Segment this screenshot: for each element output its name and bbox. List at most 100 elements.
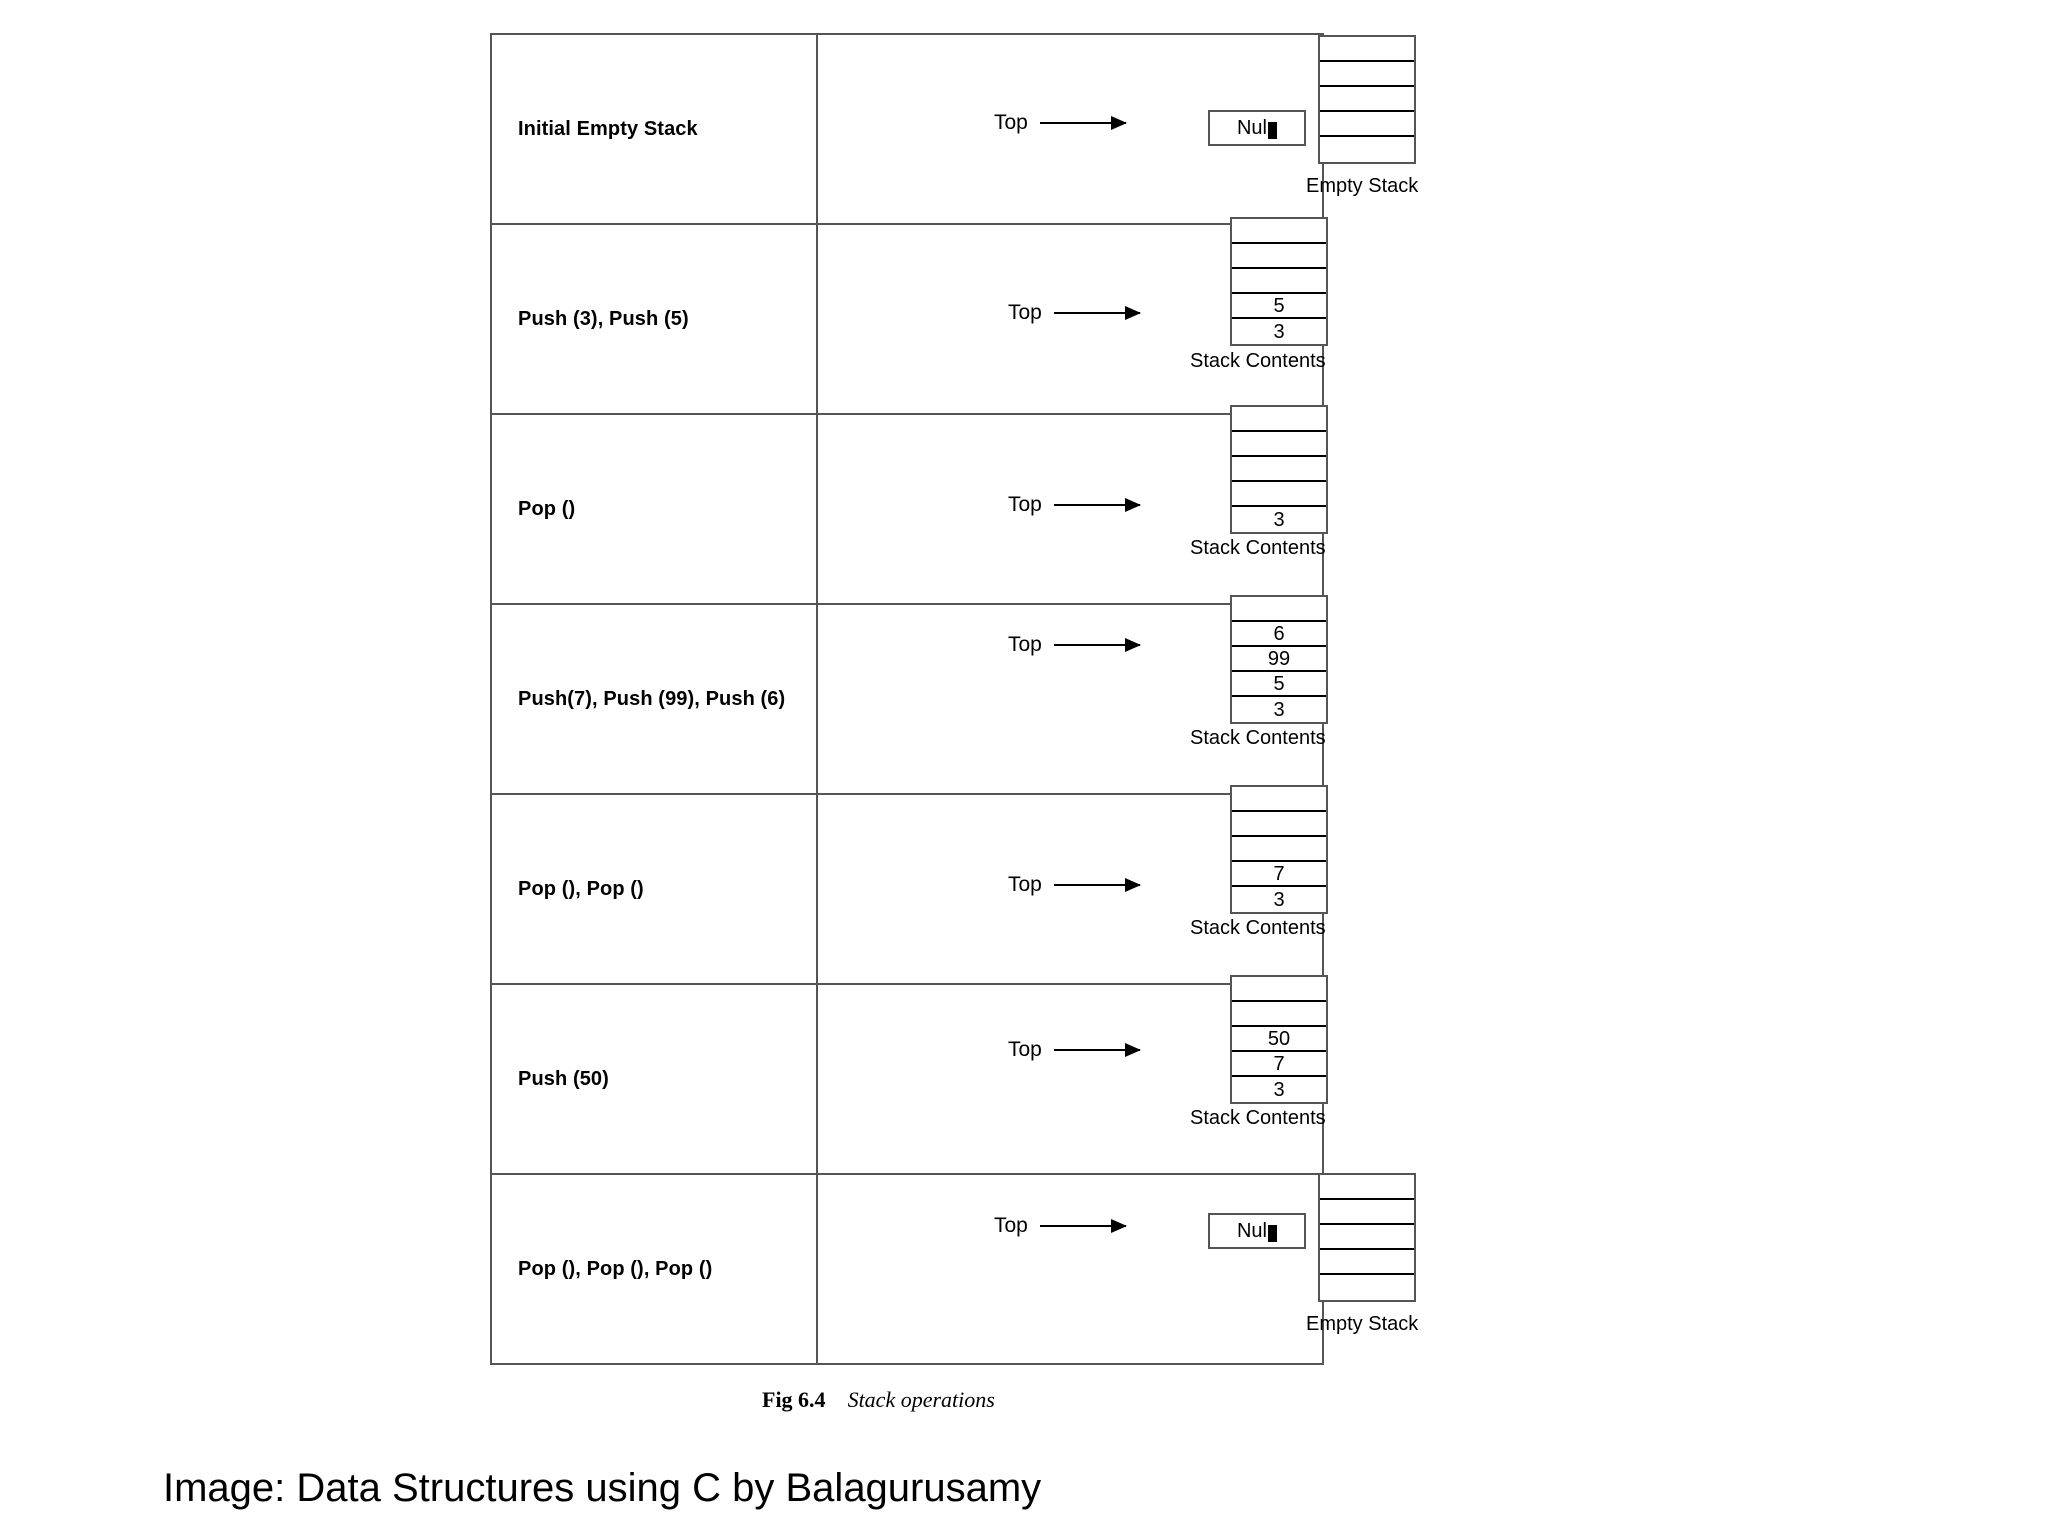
stack-cell: 50 (1232, 1027, 1326, 1052)
stack-cell (1232, 432, 1326, 457)
null-text: Nul (1236, 1219, 1267, 1242)
stack-column: 7 3 (1230, 785, 1328, 914)
stack-cell: 3 (1273, 1078, 1285, 1101)
stack-cell (1232, 787, 1326, 812)
stack-cell: 3 (1273, 508, 1285, 531)
stack-cell (1320, 1200, 1414, 1225)
stack-caption: Stack Contents (1190, 350, 1326, 372)
table-row: Pop (), Pop (), Pop () Top Nul Empty Sta… (492, 1173, 1418, 1363)
operation-label: Push(7), Push (99), Push (6) (518, 687, 786, 710)
stack-cell: 3 (1273, 320, 1285, 343)
cursor-block-icon (1268, 121, 1277, 139)
top-pointer-group: Top (994, 111, 1127, 135)
stack-column: 50 7 3 (1230, 975, 1328, 1104)
stack-column: 6 99 5 3 (1230, 595, 1328, 724)
stack-column: 5 3 (1230, 217, 1328, 346)
table-row: Push(7), Push (99), Push (6) Top 6 99 5 … (492, 595, 1328, 795)
stack-cell (1232, 482, 1326, 507)
stack-cell (1320, 137, 1414, 162)
figure-caption: Fig 6.4 Stack operations (762, 1387, 995, 1413)
stack-caption: Stack Contents (1190, 917, 1326, 939)
stack-caption: Empty Stack (1306, 1313, 1419, 1335)
stack-column: 3 (1230, 405, 1328, 534)
image-credit-line: Image: Data Structures using C by Balagu… (163, 1466, 1042, 1510)
stack-cell (1320, 87, 1414, 112)
top-pointer-group: Top (994, 1214, 1127, 1238)
top-pointer-label: Top (1008, 633, 1042, 656)
stack-cell (1232, 977, 1326, 1002)
operation-cell: Push (50) (492, 985, 818, 1173)
stack-cell (1320, 1175, 1414, 1200)
stack-cell (1320, 1225, 1414, 1250)
diagram-cell: Top 50 7 3 Stack Contents (818, 975, 1328, 1173)
top-pointer-group: Top (1008, 1038, 1141, 1062)
top-pointer-group: Top (1008, 493, 1141, 517)
diagram-cell: Top 3 Stack Contents (818, 405, 1328, 603)
operation-cell: Pop (), Pop (), Pop () (492, 1175, 818, 1363)
stack-cell (1232, 837, 1326, 862)
stack-cell: 3 (1273, 698, 1285, 721)
null-pointer-box: Nul (1208, 110, 1306, 146)
stack-caption: Empty Stack (1306, 175, 1419, 197)
operation-cell: Pop () (492, 415, 818, 603)
diagram-cell: Top Nul Empty Stack (818, 35, 1418, 223)
stack-cell (1232, 219, 1326, 244)
stack-cell (1232, 244, 1326, 269)
operation-label: Pop (), Pop (), Pop () (518, 1257, 713, 1280)
stack-cell: 6 (1232, 622, 1326, 647)
top-pointer-label: Top (994, 1214, 1028, 1237)
top-pointer-label: Top (994, 111, 1028, 134)
operation-label: Pop (), Pop () (518, 877, 644, 900)
operation-label: Push (3), Push (5) (518, 307, 689, 330)
stack-cell (1320, 112, 1414, 137)
arrow-right-icon (1053, 306, 1141, 320)
stack-cell (1232, 1002, 1326, 1027)
stack-cell (1232, 407, 1326, 432)
operation-label: Push (50) (518, 1067, 609, 1090)
diagram-cell: Top 7 3 Stack Contents (818, 785, 1328, 983)
diagram-cell: Top 5 3 Stack Contents (818, 217, 1328, 413)
null-text: Nul (1236, 116, 1267, 139)
operation-cell: Push(7), Push (99), Push (6) (492, 605, 818, 793)
operation-cell: Pop (), Pop () (492, 795, 818, 983)
arrow-right-icon (1053, 878, 1141, 892)
arrow-right-icon (1039, 1219, 1127, 1233)
stack-cell (1232, 457, 1326, 482)
top-pointer-label: Top (1008, 873, 1042, 896)
stack-cell (1320, 37, 1414, 62)
top-pointer-label: Top (1008, 301, 1042, 324)
stack-cell: 99 (1232, 647, 1326, 672)
operation-cell: Push (3), Push (5) (492, 225, 818, 413)
stack-cell: 7 (1232, 862, 1326, 887)
figure-number: Fig 6.4 (762, 1387, 826, 1412)
table-row: Push (3), Push (5) Top 5 3 Stack Content… (492, 217, 1328, 415)
operation-label: Pop () (518, 497, 576, 520)
null-pointer-box: Nul (1208, 1213, 1306, 1249)
table-row: Pop (), Pop () Top 7 3 Stack Contents (492, 785, 1328, 985)
stack-column (1318, 35, 1416, 164)
table-row: Pop () Top 3 Stack Contents (492, 405, 1328, 605)
top-pointer-label: Top (1008, 493, 1042, 516)
operation-cell: Initial Empty Stack (492, 35, 818, 223)
stack-cell (1232, 597, 1326, 622)
diagram-cell: Top Nul Empty Stack (818, 1173, 1418, 1363)
table-row: Initial Empty Stack Top Nul Empty Stack (492, 35, 1418, 225)
cursor-block-icon (1268, 1224, 1277, 1242)
stack-cell (1232, 269, 1326, 294)
arrow-right-icon (1053, 638, 1141, 652)
arrow-right-icon (1053, 498, 1141, 512)
top-pointer-group: Top (1008, 873, 1141, 897)
stack-operations-table: Initial Empty Stack Top Nul Empty Stack … (490, 33, 1418, 1365)
stack-caption: Stack Contents (1190, 1107, 1326, 1129)
stack-cell: 7 (1232, 1052, 1326, 1077)
table-row: Push (50) Top 50 7 3 Stack Contents (492, 975, 1328, 1175)
stack-cell (1320, 1275, 1414, 1300)
top-pointer-group: Top (1008, 633, 1141, 657)
stack-cell: 5 (1232, 672, 1326, 697)
top-pointer-label: Top (1008, 1038, 1042, 1061)
arrow-right-icon (1053, 1043, 1141, 1057)
stack-column (1318, 1173, 1416, 1302)
figure-title: Stack operations (847, 1387, 995, 1412)
top-pointer-group: Top (1008, 301, 1141, 325)
arrow-right-icon (1039, 116, 1127, 130)
